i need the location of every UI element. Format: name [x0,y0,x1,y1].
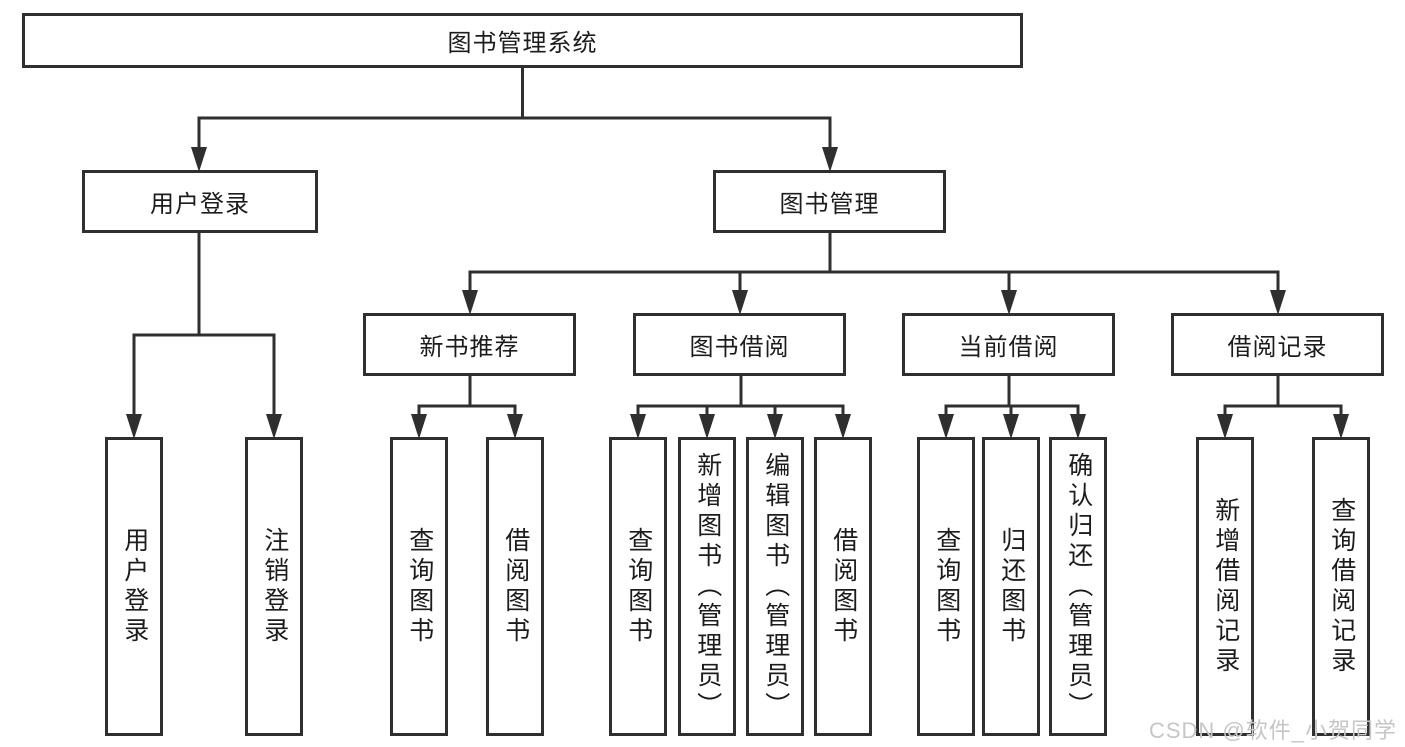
leaf-search-borrow-record: 查询借阅记录 [1312,437,1370,736]
leaf-add-borrow-record: 新增借阅记录 [1196,437,1254,736]
node-user-login: 用户登录 [82,170,318,233]
node-borrow-record: 借阅记录 [1171,313,1384,376]
leaf-label: 查询借阅记录 [1327,496,1356,677]
leaf-user-login: 用户登录 [105,437,163,736]
leaf-label: 查询图书 [932,526,961,647]
node-book-mgmt: 图书管理 [713,170,946,233]
leaf-label: 新增借阅记录 [1211,496,1240,677]
leaf-search-books-2: 查询图书 [609,437,667,736]
arrowhead-icon [126,147,1349,439]
leaf-borrow-books-1: 借阅图书 [486,437,544,736]
leaf-label: 借阅图书 [829,526,858,647]
connector-segments [132,68,1343,415]
node-current-borrow: 当前借阅 [902,313,1115,376]
leaf-label: 用户登录 [120,526,149,647]
leaf-search-books-3: 查询图书 [917,437,975,736]
leaf-label: 注销登录 [260,526,289,647]
leaf-logout: 注销登录 [245,437,303,736]
leaf-label: 查询图书 [624,526,653,647]
leaf-label: 归还图书 [997,526,1026,647]
leaf-edit-book-admin: 编辑图书（管理员） [746,437,804,736]
leaf-borrow-books-2: 借阅图书 [814,437,872,736]
node-book-borrow: 图书借阅 [633,313,846,376]
leaf-label: 编辑图书（管理员） [761,451,790,722]
leaf-confirm-return-admin: 确认归还（管理员） [1049,437,1107,736]
leaf-add-book-admin: 新增图书（管理员） [678,437,736,736]
node-new-book-rec: 新书推荐 [363,313,576,376]
leaf-label: 查询图书 [405,526,434,647]
node-root: 图书管理系统 [22,13,1023,68]
leaf-search-books-1: 查询图书 [390,437,448,736]
watermark: CSDN @软件_小贺同学 [1148,718,1397,743]
leaf-label: 借阅图书 [501,526,530,647]
leaf-label: 新增图书（管理员） [693,451,722,722]
leaf-return-books: 归还图书 [982,437,1040,736]
leaf-label: 确认归还（管理员） [1064,451,1093,722]
